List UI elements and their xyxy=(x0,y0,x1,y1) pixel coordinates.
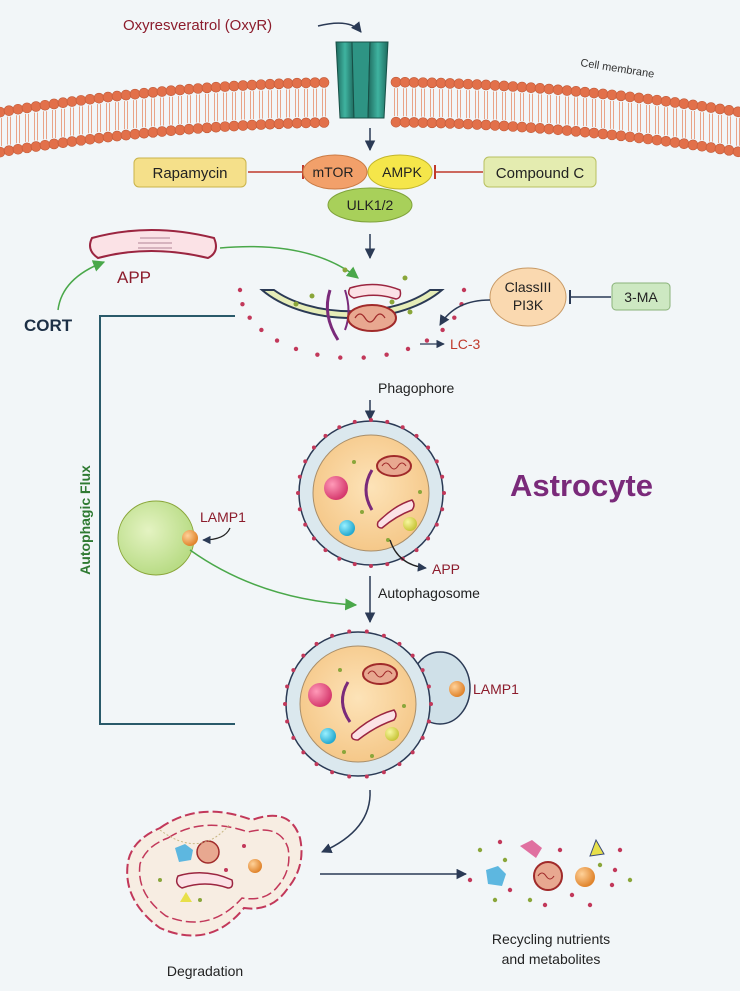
mtor-label: mTOR xyxy=(313,164,354,180)
phagophore xyxy=(237,267,467,360)
autophagic-flux-bracket xyxy=(99,315,235,725)
class3-line2: PI3K xyxy=(513,297,544,313)
ampk-node xyxy=(367,154,433,190)
recycling-label-line2: and metabolites xyxy=(502,951,601,967)
3ma-box xyxy=(611,282,671,311)
compound-c-box xyxy=(483,156,597,188)
autophagic-flux-label: Autophagic Flux xyxy=(77,465,93,575)
lc3-label: LC-3 xyxy=(450,336,481,352)
app-top-label: APP xyxy=(117,268,151,287)
pi3k-to-phagophore-arrow xyxy=(439,299,491,326)
astrocyte-label: Astrocyte xyxy=(510,468,653,503)
ampk-label: AMPK xyxy=(382,164,422,180)
degradation-label: Degradation xyxy=(167,963,243,979)
autophagosome xyxy=(296,418,446,568)
app-mid-label: APP xyxy=(432,561,460,577)
degradation-vesicle xyxy=(126,810,303,937)
class3-line1: ClassIII xyxy=(505,279,552,295)
lamp1-right-label: LAMP1 xyxy=(473,681,519,697)
cell-membrane xyxy=(0,76,740,158)
rapamycin-box xyxy=(133,157,247,188)
ulk-node xyxy=(327,187,413,223)
rapamycin-label: Rapamycin xyxy=(152,165,227,182)
recycling-nutrients-cluster xyxy=(467,838,633,908)
cell-membrane-label: Cell membrane xyxy=(580,57,656,81)
app-to-phagophore-arrow xyxy=(219,245,359,279)
autolysosome xyxy=(283,629,471,779)
ulk-label: ULK1/2 xyxy=(347,197,394,213)
compound-c-label: Compound C xyxy=(496,165,585,182)
mtor-node xyxy=(302,154,368,190)
lamp1-protein-right-icon xyxy=(449,681,465,697)
membrane-channel xyxy=(335,41,389,119)
oxyr-arrow xyxy=(317,21,362,33)
class3-pi3k-node xyxy=(489,267,567,327)
recycling-label-line1: Recycling nutrients xyxy=(492,931,610,947)
app-top-icon xyxy=(89,229,217,260)
oxyr-label: Oxyresveratrol (OxyR) xyxy=(123,17,272,34)
3ma-label: 3-MA xyxy=(624,289,658,305)
lamp1-protein-icon xyxy=(182,530,198,546)
lamp1-left-label: LAMP1 xyxy=(200,509,246,525)
lysosome-fusion-arrow xyxy=(189,549,358,611)
cort-label: CORT xyxy=(24,316,73,335)
cort-to-app-arrow xyxy=(57,260,106,311)
phagophore-label: Phagophore xyxy=(378,380,455,396)
autophagosome-label: Autophagosome xyxy=(378,585,480,601)
